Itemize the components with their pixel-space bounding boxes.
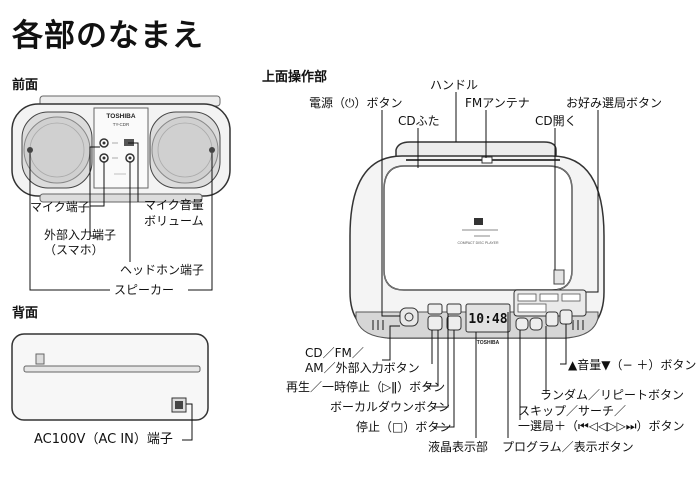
- section-top-heading: 上面操作部: [262, 70, 328, 85]
- label-skip-1: スキップ／サーチ／: [518, 404, 627, 418]
- label-volume: ▲音量▼（− ＋）ボタン: [568, 358, 697, 372]
- page-title: 各部のなまえ: [12, 18, 204, 54]
- label-random-repeat: ランダム／リピートボタン: [540, 388, 685, 402]
- label-ac-jack: AC100V（AC IN）端子: [34, 432, 173, 447]
- label-preset-button: お好み選局ボタン: [566, 96, 663, 110]
- label-mic-jack: マイク端子: [30, 200, 90, 214]
- label-stop: 停止（□）ボタン: [356, 420, 452, 434]
- label-fm-antenna: FMアンテナ: [465, 96, 530, 110]
- label-cd-open: CD開く: [535, 114, 577, 128]
- back-view-illustration: [11, 333, 209, 441]
- cd-lid-small-text: COMPACT DISC PLAYER: [457, 241, 499, 245]
- label-cd-lid: CDふた: [398, 114, 440, 128]
- label-source-2: AM／外部入力ボタン: [305, 361, 420, 375]
- label-lcd: 液晶表示部: [428, 440, 489, 454]
- label-power-button: 電源（⏻）ボタン: [309, 96, 403, 110]
- section-front-heading: 前面: [12, 78, 39, 93]
- top-view-illustration: [349, 141, 605, 339]
- front-brand-text: TOSHIBA: [106, 113, 135, 120]
- label-program-display: プログラム／表示ボタン: [502, 440, 634, 454]
- top-brand-text: TOSHIBA: [477, 340, 500, 346]
- front-view-illustration: [11, 95, 231, 203]
- lcd-time-display: 10:48: [468, 312, 507, 327]
- label-mic-volume-1: マイク音量: [144, 198, 204, 212]
- front-leader-lines: [29, 142, 213, 291]
- label-skip-2: 一選局＋（⏮◁◁▷▷⏭）ボタン: [518, 419, 685, 433]
- label-mic-volume-2: ボリューム: [144, 214, 204, 228]
- label-speaker: スピーカー: [114, 283, 175, 297]
- label-play-pause: 再生／一時停止（▷ǁ）ボタン: [286, 380, 446, 394]
- top-leader-lines: [381, 92, 599, 438]
- left-speaker: [21, 111, 93, 189]
- label-source-1: CD／FM／: [305, 346, 364, 360]
- front-model-text: TY-CDR: [113, 122, 130, 127]
- section-back-heading: 背面: [12, 306, 39, 321]
- label-headphone-jack: ヘッドホン端子: [120, 263, 205, 277]
- label-handle: ハンドル: [430, 78, 479, 92]
- label-ext-input-2: （スマホ）: [44, 243, 104, 257]
- label-vocal-down: ボーカルダウンボタン: [330, 400, 451, 414]
- label-ext-input-1: 外部入力端子: [44, 228, 117, 242]
- right-speaker: [149, 111, 221, 189]
